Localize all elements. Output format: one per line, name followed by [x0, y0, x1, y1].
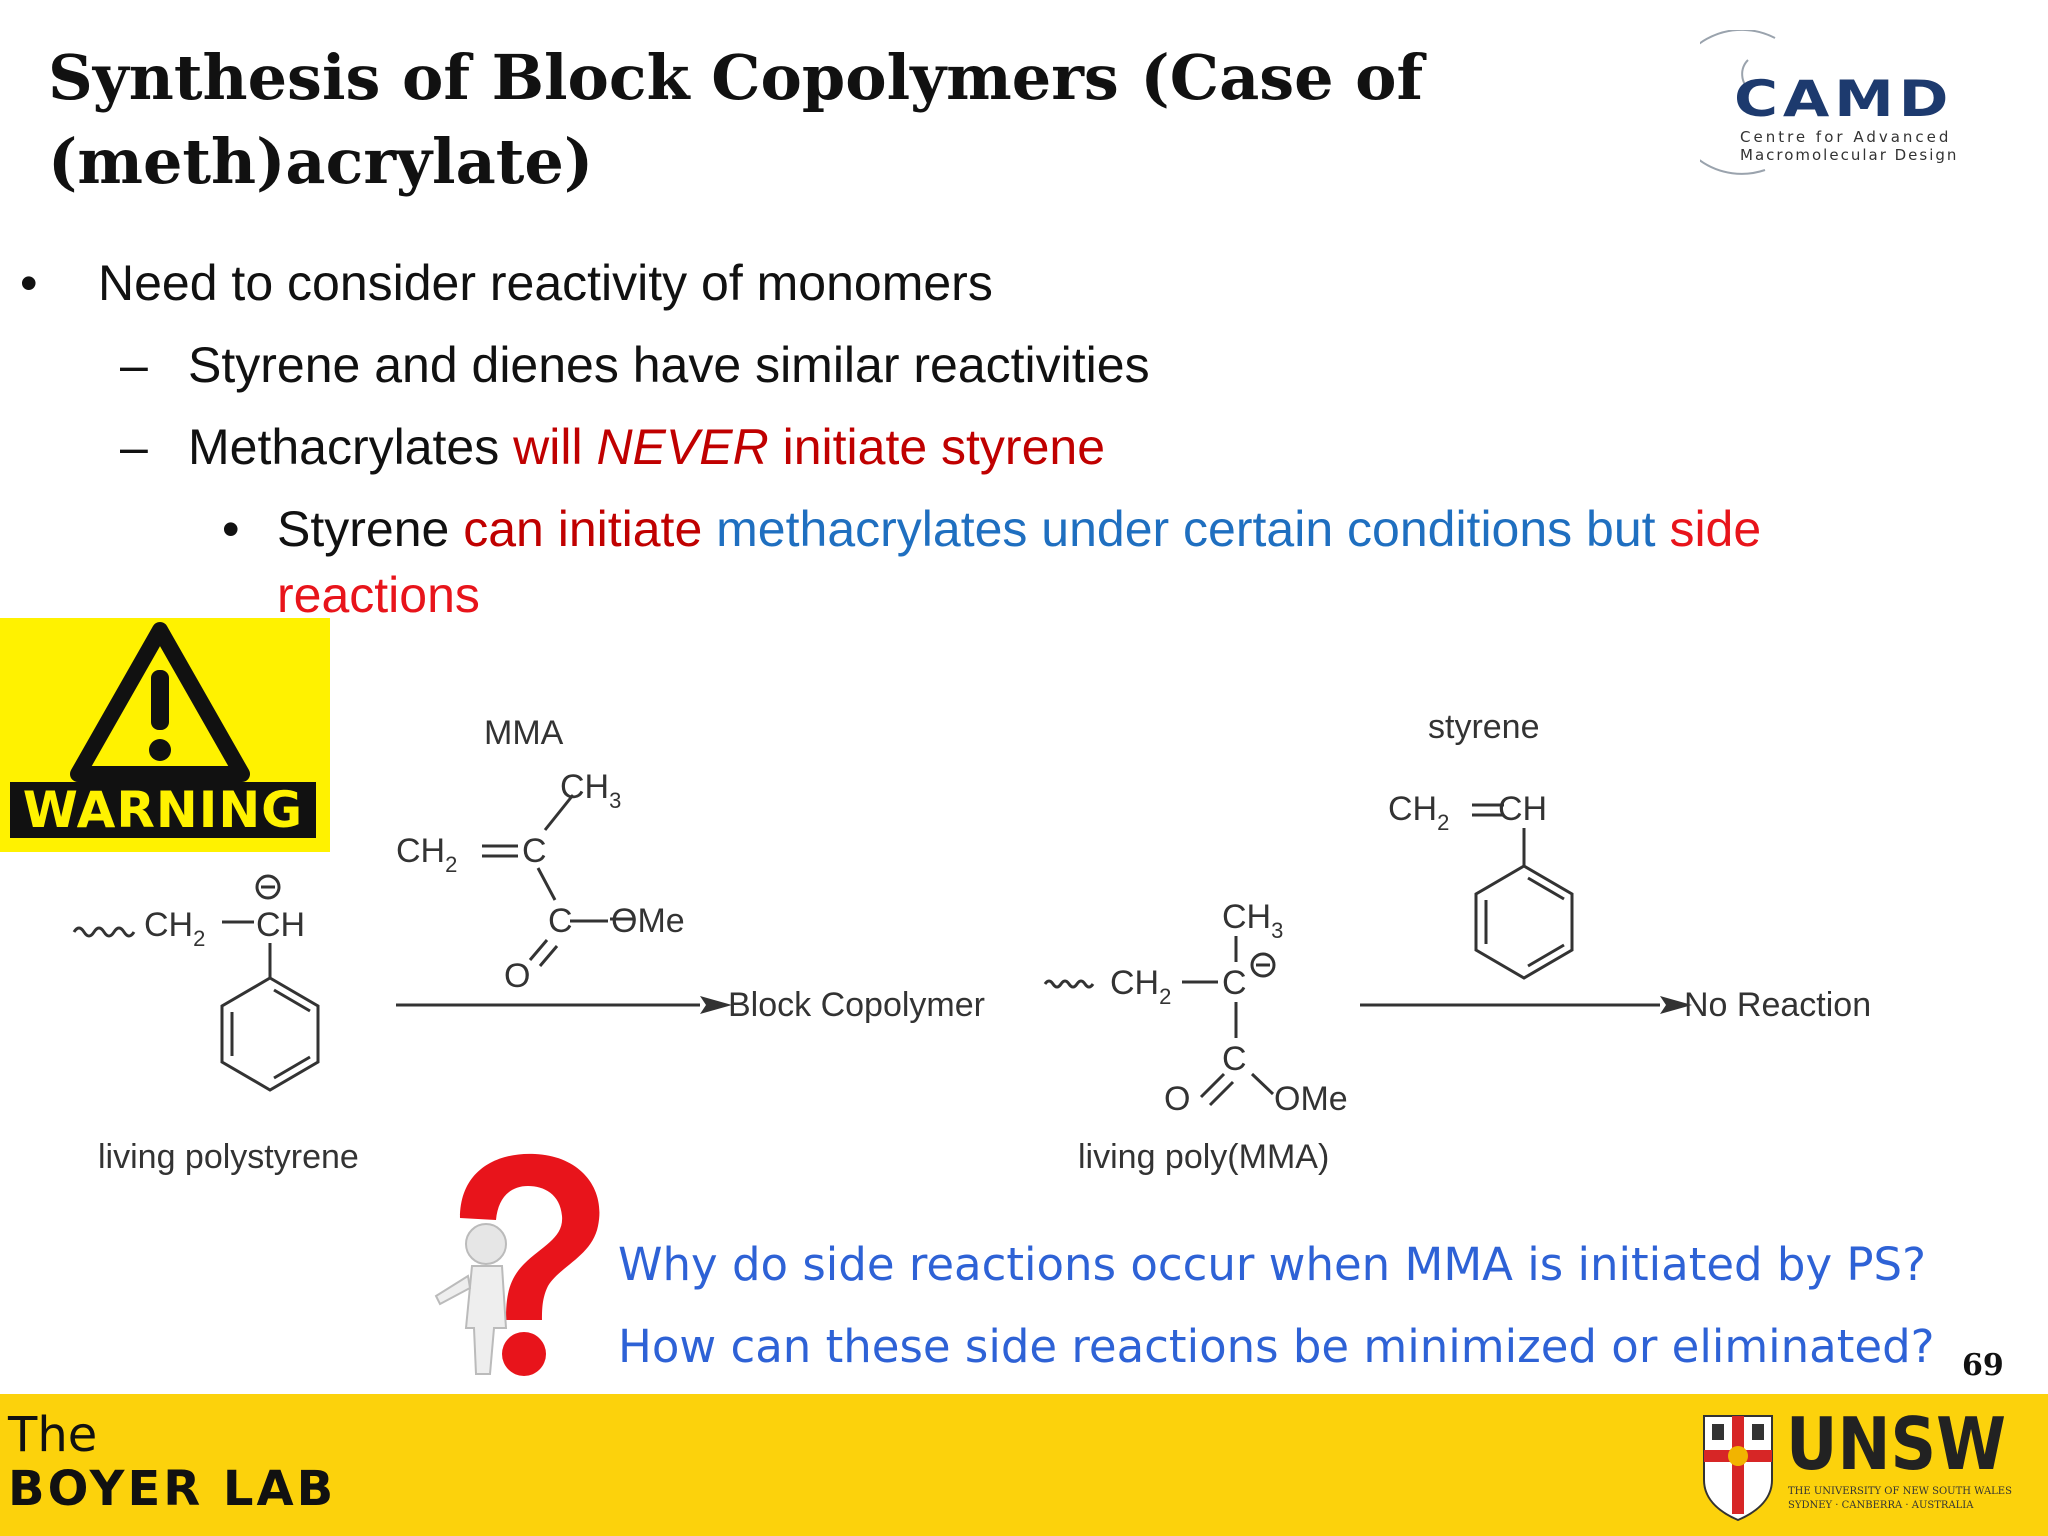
page-number: 69 — [1962, 1348, 2004, 1383]
svg-text:CH2: CH2 — [144, 906, 205, 951]
warning-label: WARNING — [10, 782, 316, 838]
svg-text:C: C — [1222, 964, 1247, 1002]
bullet-3-part2: will — [513, 419, 597, 475]
arrow-head — [1660, 996, 1692, 1014]
svg-text:C: C — [1222, 1040, 1247, 1078]
svg-text:CH2: CH2 — [396, 832, 457, 877]
question-1: Why do side reactions occur when MMA is … — [618, 1238, 1927, 1291]
unsw-subtitle-1: THE UNIVERSITY OF NEW SOUTH WALES — [1788, 1486, 2012, 1497]
footer-bar: The BOYER LAB UNSW THE UNIVERSITY OF NEW… — [0, 1394, 2048, 1536]
styrene-label: styrene — [1428, 708, 1540, 746]
bullet-4-part1: Styrene — [277, 501, 464, 557]
bullet-3-part1: Methacrylates — [188, 419, 514, 475]
bullet-4-continuation: reactions — [277, 567, 480, 623]
reaction-scheme: CH2 CH MMA CH3 CH2 C C OMe O Block Copol… — [72, 708, 1871, 1176]
warning-sign: WARNING — [0, 618, 330, 852]
mma-label: MMA — [484, 714, 564, 752]
camd-logo-line1: Centre for Advanced — [1740, 128, 1952, 146]
bullet-marker: • — [20, 255, 38, 311]
svg-text:CH: CH — [256, 906, 305, 944]
svg-text:OMe: OMe — [1274, 1080, 1348, 1118]
polymer-chain-wavy — [72, 926, 136, 938]
question-2: How can these side reactions be minimize… — [618, 1320, 1935, 1373]
svg-text:OMe: OMe — [611, 902, 685, 940]
slide-title: Synthesis of Block Copolymers (Case of (… — [48, 41, 1424, 198]
no-reaction-label: No Reaction — [1684, 986, 1871, 1024]
block-copolymer-label: Block Copolymer — [728, 986, 985, 1024]
unsw-crest-icon — [1703, 1415, 1773, 1522]
svg-text:CH2: CH2 — [1388, 790, 1449, 835]
svg-text:CH: CH — [1498, 790, 1547, 828]
unsw-subtitle-2: SYDNEY · CANBERRA · AUSTRALIA — [1788, 1500, 1974, 1511]
boyer-lab-line2: BOYER LAB — [8, 1461, 337, 1517]
svg-text:C: C — [548, 902, 573, 940]
camd-logo: CAMD Centre for Advanced Macromolecular … — [1668, 28, 1980, 180]
unsw-wordmark: UNSW — [1786, 1402, 2006, 1486]
bullet-4-part4: side — [1669, 501, 1762, 557]
svg-text:O: O — [1164, 1080, 1190, 1118]
camd-logo-name: CAMD — [1734, 70, 1954, 128]
svg-text:CH3: CH3 — [1222, 898, 1283, 943]
svg-text:CH3: CH3 — [560, 768, 621, 813]
bullet-4-part2: can initiate — [463, 501, 717, 557]
svg-text:C: C — [522, 832, 547, 870]
benzene-ring-ps — [220, 976, 320, 1092]
bullet-marker: • — [222, 501, 240, 557]
svg-text:CH2: CH2 — [1110, 964, 1171, 1009]
question-figure-icon — [434, 1153, 600, 1376]
polymer-chain-wavy — [1043, 979, 1095, 989]
dash-marker: – — [120, 419, 148, 475]
bullet-3-text: Methacrylates will NEVER initiate styren… — [188, 416, 1105, 478]
bullet-1: • — [20, 252, 38, 314]
benzene-ring-styrene — [1474, 864, 1574, 980]
bullet-2-text: Styrene and dienes have similar reactivi… — [188, 337, 1150, 393]
bullet-1-text: Need to consider reactivity of monomers — [98, 255, 993, 311]
dash-marker: – — [120, 337, 148, 393]
warning-text: WARNING — [22, 781, 304, 839]
caption-living-polystyrene: living polystyrene — [98, 1138, 359, 1176]
caption-living-pmma: living poly(MMA) — [1078, 1138, 1329, 1176]
boyer-lab-line1: The — [8, 1407, 98, 1463]
camd-logo-line2: Macromolecular Design — [1740, 146, 1959, 164]
bullet-4-part3: methacrylates under certain conditions b… — [716, 501, 1670, 557]
bullet-3-never: NEVER — [596, 419, 769, 475]
svg-text:O: O — [504, 957, 530, 995]
bullet-3-part4: initiate styrene — [768, 419, 1105, 475]
bullet-4-text: Styrene can initiate methacrylates under… — [277, 498, 1761, 560]
warning-triangle-icon — [70, 622, 250, 782]
arrow-head — [700, 996, 732, 1014]
